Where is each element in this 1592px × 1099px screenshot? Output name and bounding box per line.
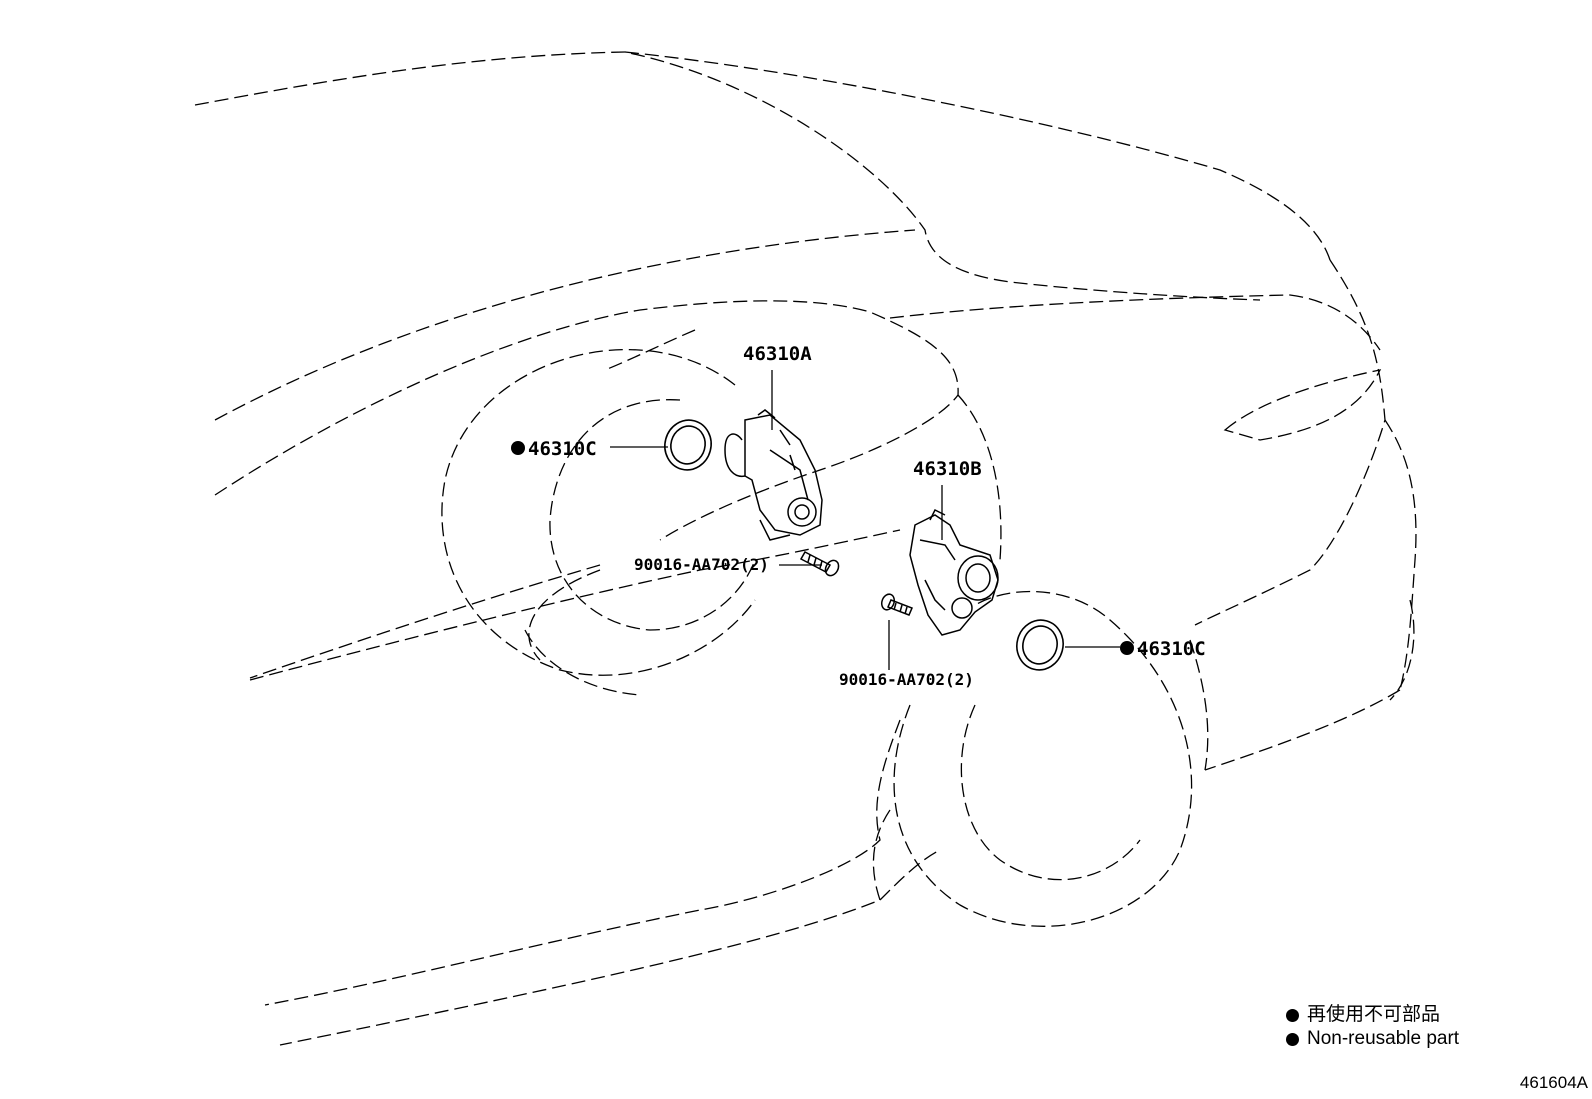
legend-text-japanese: 再使用不可部品	[1307, 1004, 1441, 1025]
callout-actuator-rear: 46310B	[913, 458, 982, 480]
filled-circle-icon	[1286, 1032, 1299, 1046]
car-body-outline	[194, 51, 1417, 1046]
legend-row-english: Non-reusable part	[1286, 1027, 1459, 1051]
bolt-rear-illustration	[880, 593, 913, 616]
leader-lines	[610, 370, 1120, 670]
callout-actuator-front: 46310A	[743, 343, 812, 365]
actuator-rear-illustration	[909, 508, 999, 636]
bolt-front-illustration	[799, 551, 840, 577]
gasket-rear-illustration	[1016, 619, 1064, 671]
callout-bolt-rear: 90016-AA702(2)	[839, 670, 974, 689]
gasket-front-illustration	[664, 419, 712, 471]
non-reusable-marker-icon	[1120, 641, 1134, 655]
callout-gasket-front: 46310C	[528, 438, 597, 460]
legend-text-english: Non-reusable part	[1307, 1028, 1460, 1049]
actuator-front-illustration	[724, 409, 823, 541]
legend: 再使用不可部品 Non-reusable part	[1286, 1003, 1459, 1051]
non-reusable-marker-icon	[511, 441, 525, 455]
callout-gasket-rear: 46310C	[1137, 638, 1206, 660]
figure-id: 461604A	[1519, 1073, 1588, 1092]
filled-circle-icon	[1286, 1008, 1299, 1022]
legend-row-japanese: 再使用不可部品	[1286, 1003, 1459, 1027]
callout-bolt-front: 90016-AA702(2)	[634, 555, 769, 574]
